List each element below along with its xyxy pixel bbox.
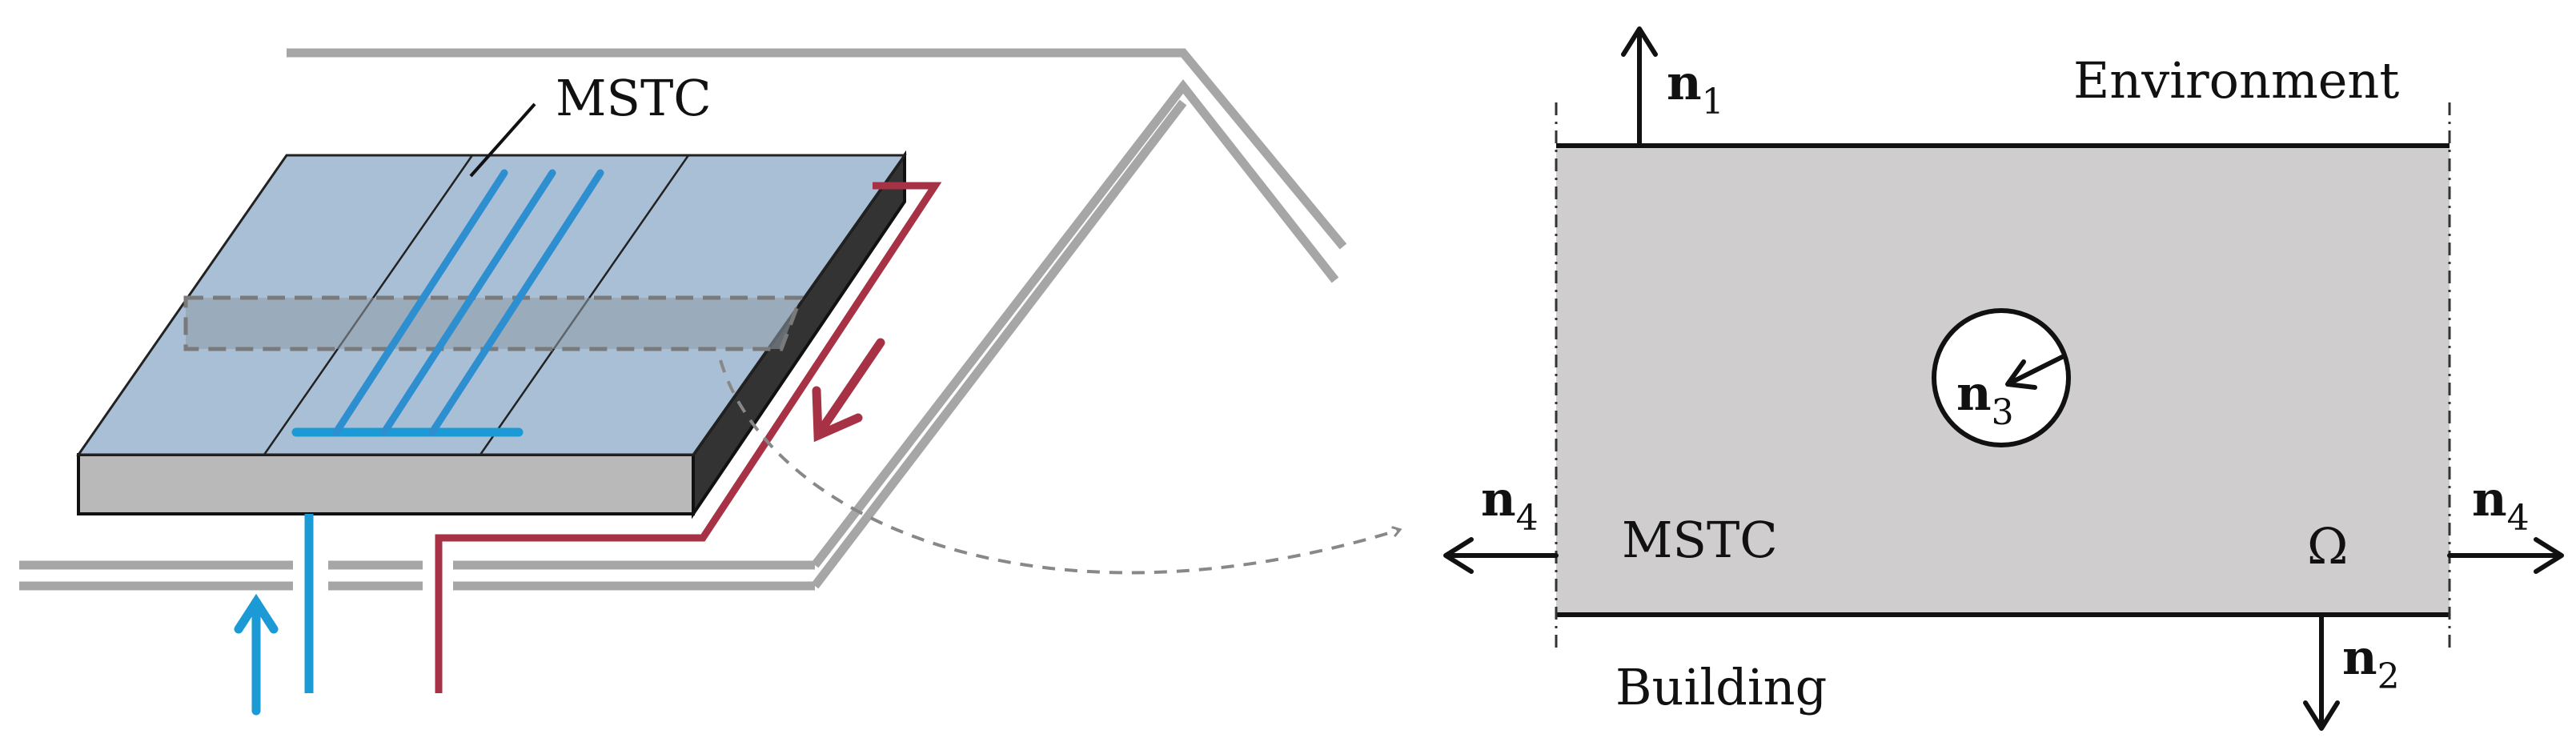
normal-label-n4-left: n4 (1481, 471, 1539, 539)
roof-outline (19, 48, 1347, 591)
zoom-link-arrow (719, 359, 1399, 575)
mstc-collector-label: MSTC (556, 69, 712, 127)
normal-arrows (1443, 26, 2564, 731)
normal-label-n1: n1 (1667, 55, 1724, 122)
serpentine-pipes (291, 168, 877, 437)
environment-label: Environment (2073, 51, 2399, 110)
collector-front (77, 453, 695, 515)
cold-flow-arrow (234, 593, 279, 716)
right-figure: n1 n2 n3 n4 n4 Environment Building MSTC… (1443, 26, 2564, 731)
normal-label-n3: n3 (1956, 366, 2014, 433)
omega-label: Ω (2307, 517, 2348, 576)
normal-label-n4-right: n4 (2472, 471, 2530, 539)
hot-outlet-pipe (435, 182, 942, 693)
normal-label-n2: n2 (2342, 630, 2400, 697)
mstc-leader-line (469, 102, 536, 178)
hot-flow-arrow (812, 338, 885, 443)
building-label: Building (1615, 658, 1827, 716)
pipe-hole (1932, 308, 2071, 447)
mstc-domain-label: MSTC (1622, 511, 1778, 569)
section-band (183, 295, 804, 351)
left-figure: MSTC (19, 48, 1399, 716)
